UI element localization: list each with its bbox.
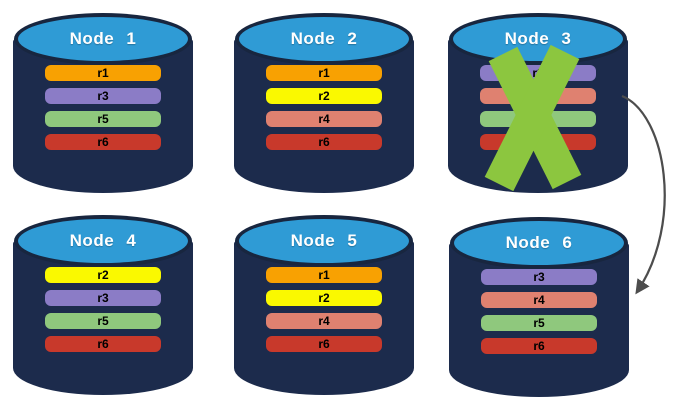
replica-list: r1 r2 r4 r6 [266, 267, 382, 352]
replica-bar: r5 [481, 315, 597, 331]
replica-bar: r2 [266, 88, 382, 104]
failure-x-icon [484, 44, 582, 192]
replica-bar: r3 [45, 290, 161, 306]
replica-list: r3 r4 r5 r6 [481, 269, 597, 354]
node-title: Node 2 [290, 29, 358, 48]
replica-bar: r4 [266, 111, 382, 127]
replica-bar: r1 [266, 267, 382, 283]
replica-list: r1 r2 r4 r6 [266, 65, 382, 150]
replica-list: r1 r3 r5 r6 [45, 65, 161, 150]
db-node: Node 5 r1 r2 r4 r6 [234, 210, 414, 395]
replica-bar: r5 [45, 313, 161, 329]
cylinder-top: Node 6 [450, 217, 628, 269]
replica-bar: r6 [266, 134, 382, 150]
node-title: Node 1 [69, 29, 137, 48]
replica-bar: r1 [266, 65, 382, 81]
replica-list: r2 r3 r5 r6 [45, 267, 161, 352]
replica-bar: r4 [481, 292, 597, 308]
replica-bar: r6 [481, 338, 597, 354]
replica-bar: r6 [45, 336, 161, 352]
db-node: Node 2 r1 r2 r4 r6 [234, 8, 414, 193]
replica-bar: r2 [266, 290, 382, 306]
node-title: Node 6 [505, 233, 573, 252]
node-title: Node 5 [290, 231, 358, 250]
node-title: Node 3 [504, 29, 572, 48]
replica-bar: r3 [481, 269, 597, 285]
replica-bar: r2 [45, 267, 161, 283]
cylinder-top: Node 3 [449, 13, 627, 65]
replica-bar: r5 [45, 111, 161, 127]
node-title: Node 4 [69, 231, 137, 250]
cylinder-top: Node 2 [235, 13, 413, 65]
replica-bar: r4 [266, 313, 382, 329]
db-node: Node 4 r2 r3 r5 r6 [13, 210, 193, 395]
replica-bar: r1 [45, 65, 161, 81]
cylinder-top: Node 4 [14, 215, 192, 267]
cylinder-top: Node 1 [14, 13, 192, 65]
replica-bar: r6 [266, 336, 382, 352]
replica-bar: r6 [45, 134, 161, 150]
cylinder-top: Node 5 [235, 215, 413, 267]
db-node: Node 1 r1 r3 r5 r6 [13, 8, 193, 193]
db-node: Node 6 r3 r4 r5 r6 [449, 212, 629, 397]
replica-bar: r3 [45, 88, 161, 104]
